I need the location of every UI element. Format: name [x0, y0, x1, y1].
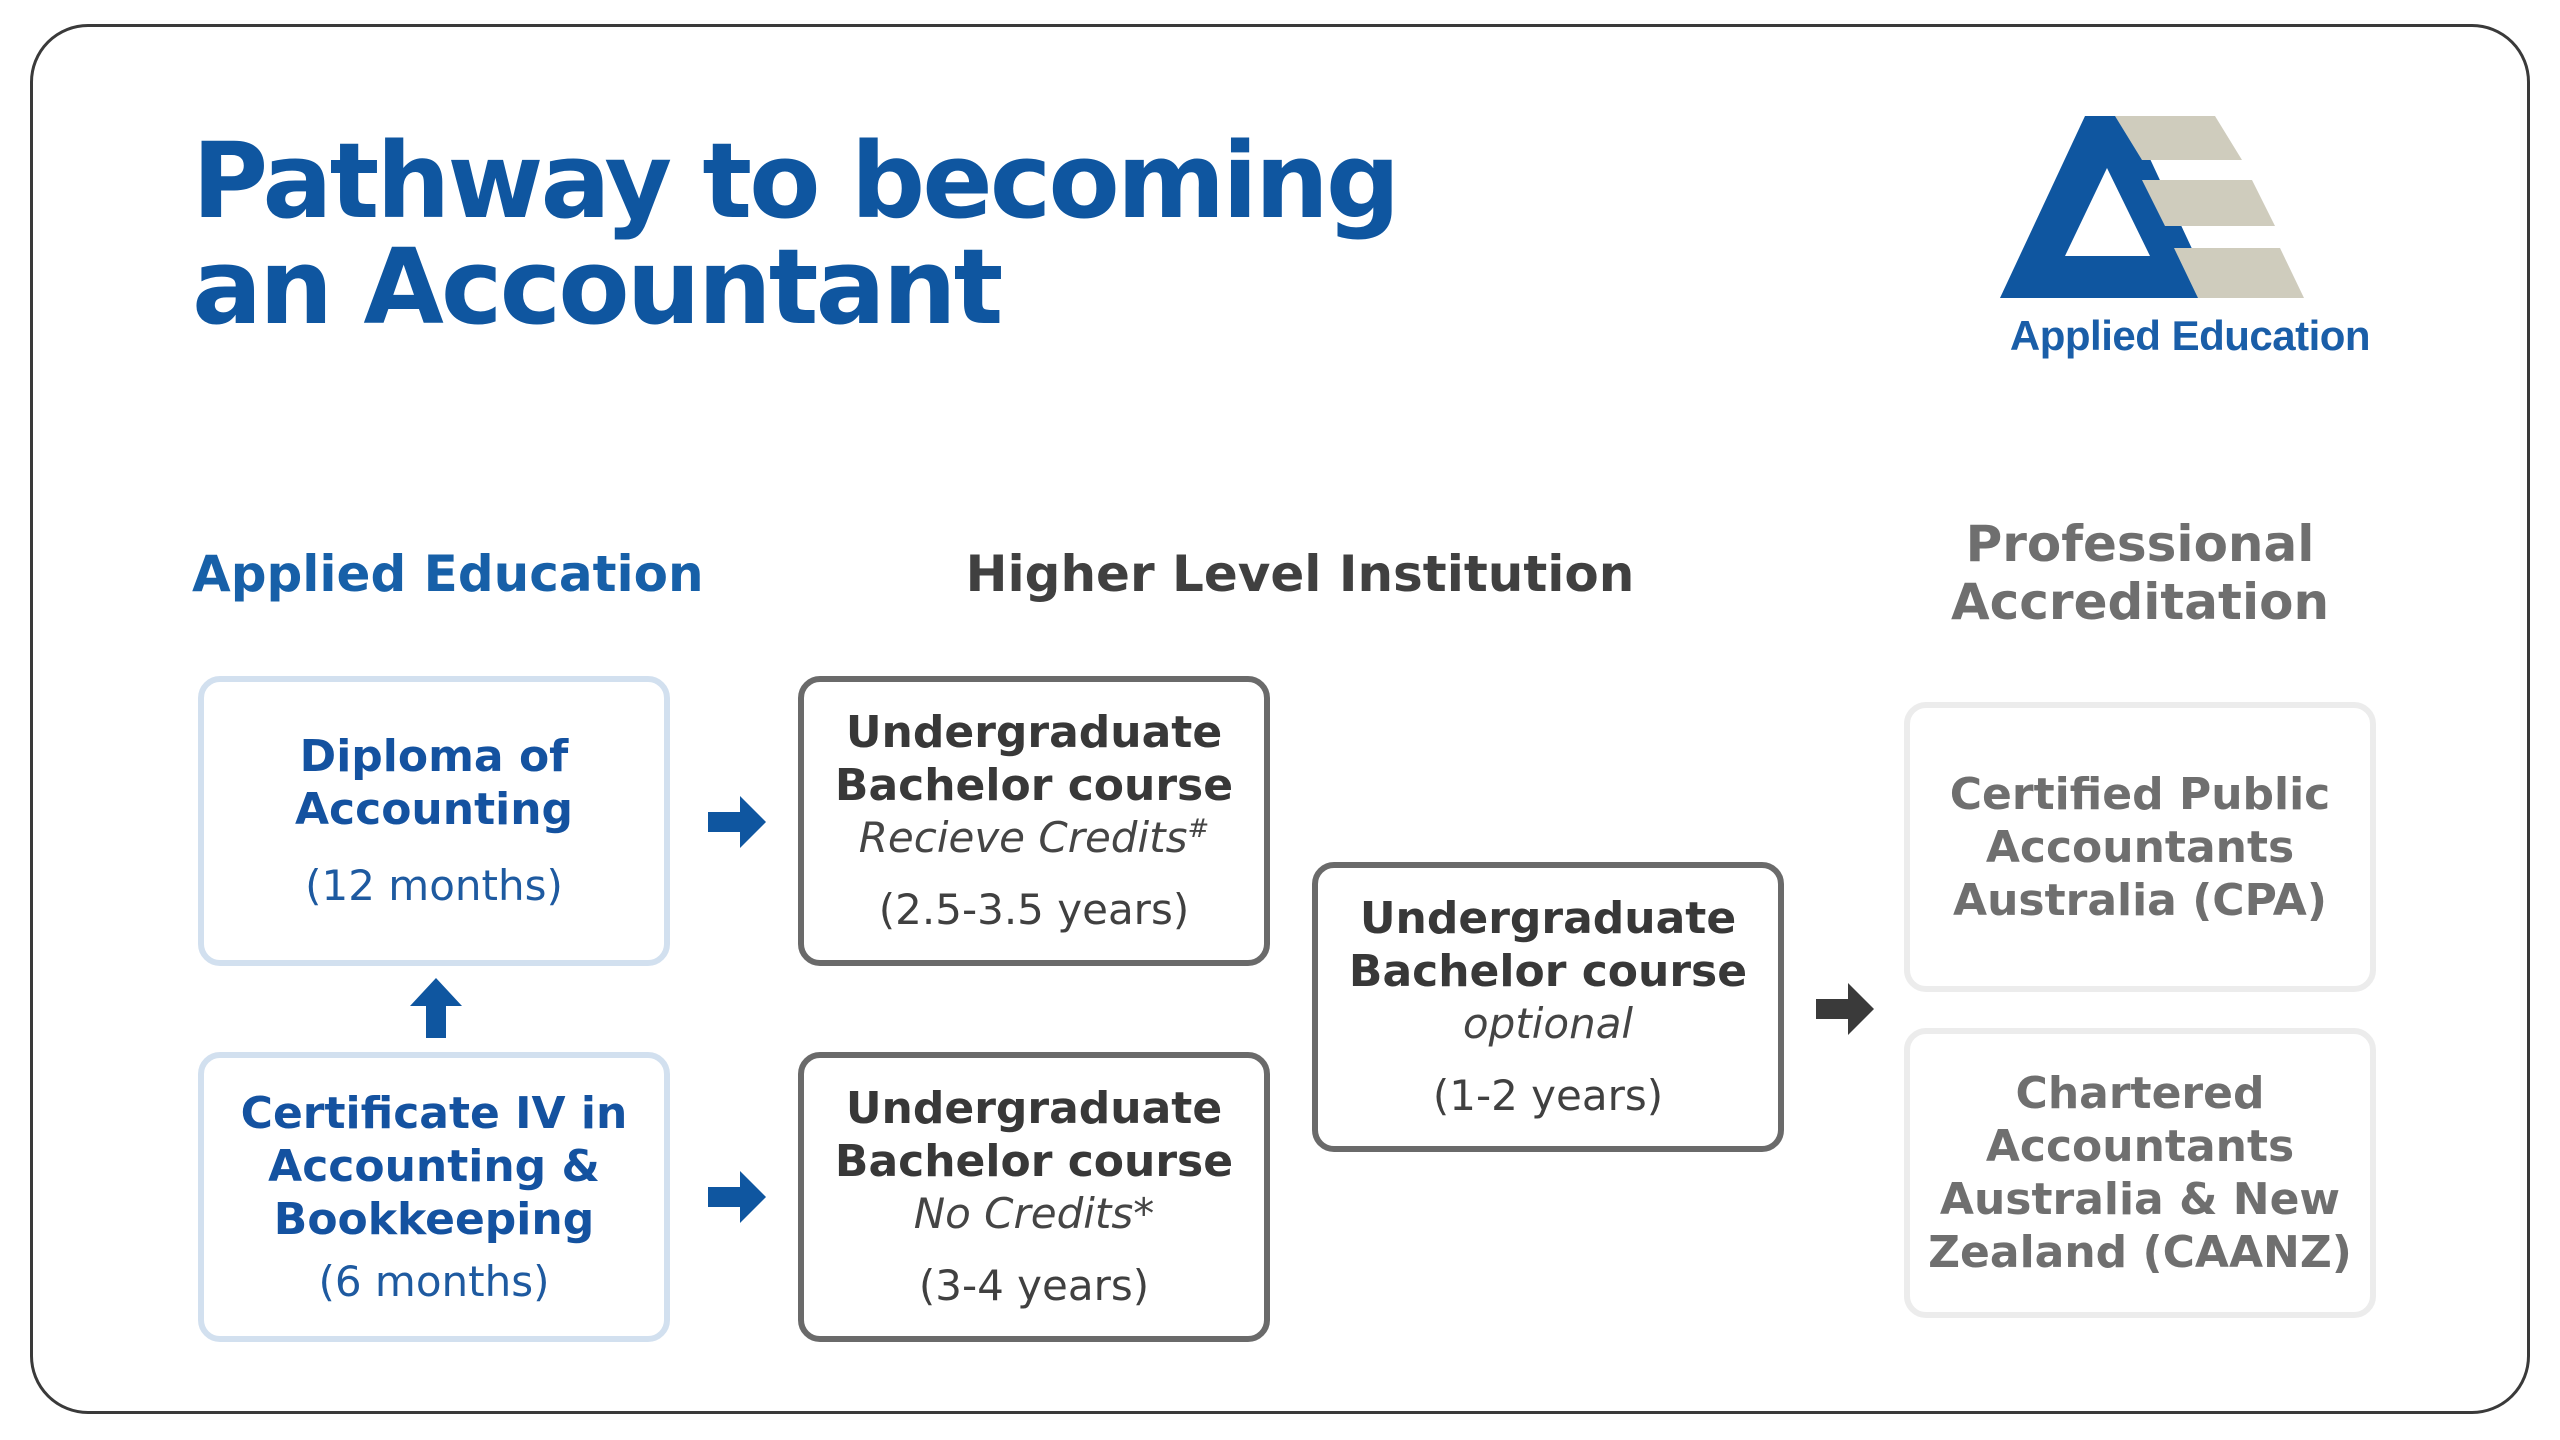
page-title: Pathway to becoming an Accountant: [192, 120, 1400, 348]
diploma-of-accounting-box: Diploma of Accounting (12 months): [198, 676, 670, 966]
box-note: Recieve Credits#: [859, 812, 1210, 864]
logo-bar-bottom: [2174, 248, 2304, 298]
page-title-line-2: an Accountant: [192, 226, 1003, 348]
right-arrow-icon: [708, 796, 766, 848]
logo-bar-top: [2115, 116, 2242, 160]
box-title-line: Diploma of: [299, 731, 569, 782]
box-title-line: Accounting: [294, 784, 574, 835]
box-title-line: Undergraduate: [1359, 893, 1737, 944]
right-arrow-icon: [708, 1171, 766, 1223]
box-duration: (2.5-3.5 years): [878, 885, 1190, 934]
box-title-line: Accounting &: [268, 1140, 600, 1192]
column-heading-applied-education: Applied Education: [192, 545, 704, 603]
box-duration: (3-4 years): [918, 1261, 1150, 1310]
box-title-line: Bookkeeping: [273, 1193, 595, 1245]
box-title-line: Bachelor course: [834, 760, 1234, 811]
undergraduate-with-credits-box: Undergraduate Bachelor course Recieve Cr…: [798, 676, 1270, 966]
box-title-line: Bachelor course: [1348, 946, 1748, 997]
box-duration: (12 months): [305, 861, 563, 910]
box-title-line: Accountants: [1985, 1121, 2295, 1172]
logo-bar-middle: [2142, 180, 2275, 226]
box-duration: (1-2 years): [1432, 1071, 1664, 1120]
certificate-iv-box: Certificate IV in Accounting & Bookkeepi…: [198, 1052, 670, 1342]
credits-note-text: Recieve Credits: [858, 813, 1188, 862]
box-title-line: Certified Public: [1949, 768, 2331, 820]
box-duration: (6 months): [318, 1256, 550, 1306]
cpa-accreditation-box: Certified Public Accountants Australia (…: [1904, 702, 2376, 992]
applied-education-logo: [2000, 116, 2304, 298]
caanz-accreditation-box: Chartered Accountants Australia & New Ze…: [1904, 1028, 2376, 1318]
box-note: optional: [1462, 999, 1634, 1048]
box-title-line: Australia (CPA): [1953, 874, 2327, 926]
box-title-line: Accountants: [1985, 821, 2295, 873]
column-heading-professional-accreditation: Professional Accreditation: [1900, 515, 2380, 631]
box-title-line: Undergraduate: [845, 707, 1223, 758]
box-note: No Credits*: [913, 1189, 1155, 1238]
heading-line-2: Accreditation: [1950, 573, 2330, 631]
box-title-line: Chartered: [2015, 1068, 2265, 1119]
heading-line-1: Professional: [1965, 515, 2315, 573]
box-title-line: Certificate IV in: [240, 1087, 628, 1139]
logo-triangle-cutout: [2065, 168, 2150, 256]
column-heading-higher-level-institution: Higher Level Institution: [965, 545, 1635, 603]
right-arrow-icon: [1816, 983, 1874, 1035]
box-title-line: Undergraduate: [845, 1083, 1223, 1134]
page-title-line-1: Pathway to becoming: [192, 120, 1400, 242]
box-title-line: Bachelor course: [834, 1136, 1234, 1187]
logo-text: Applied Education: [2009, 312, 2371, 359]
undergraduate-optional-box: Undergraduate Bachelor course optional (…: [1312, 862, 1784, 1152]
up-arrow-icon: [410, 978, 462, 1038]
credits-note-mark: #: [1187, 814, 1210, 844]
box-title-line: Zealand (CAANZ): [1928, 1227, 2352, 1278]
undergraduate-no-credits-box: Undergraduate Bachelor course No Credits…: [798, 1052, 1270, 1342]
box-title-line: Australia & New: [1939, 1174, 2341, 1225]
